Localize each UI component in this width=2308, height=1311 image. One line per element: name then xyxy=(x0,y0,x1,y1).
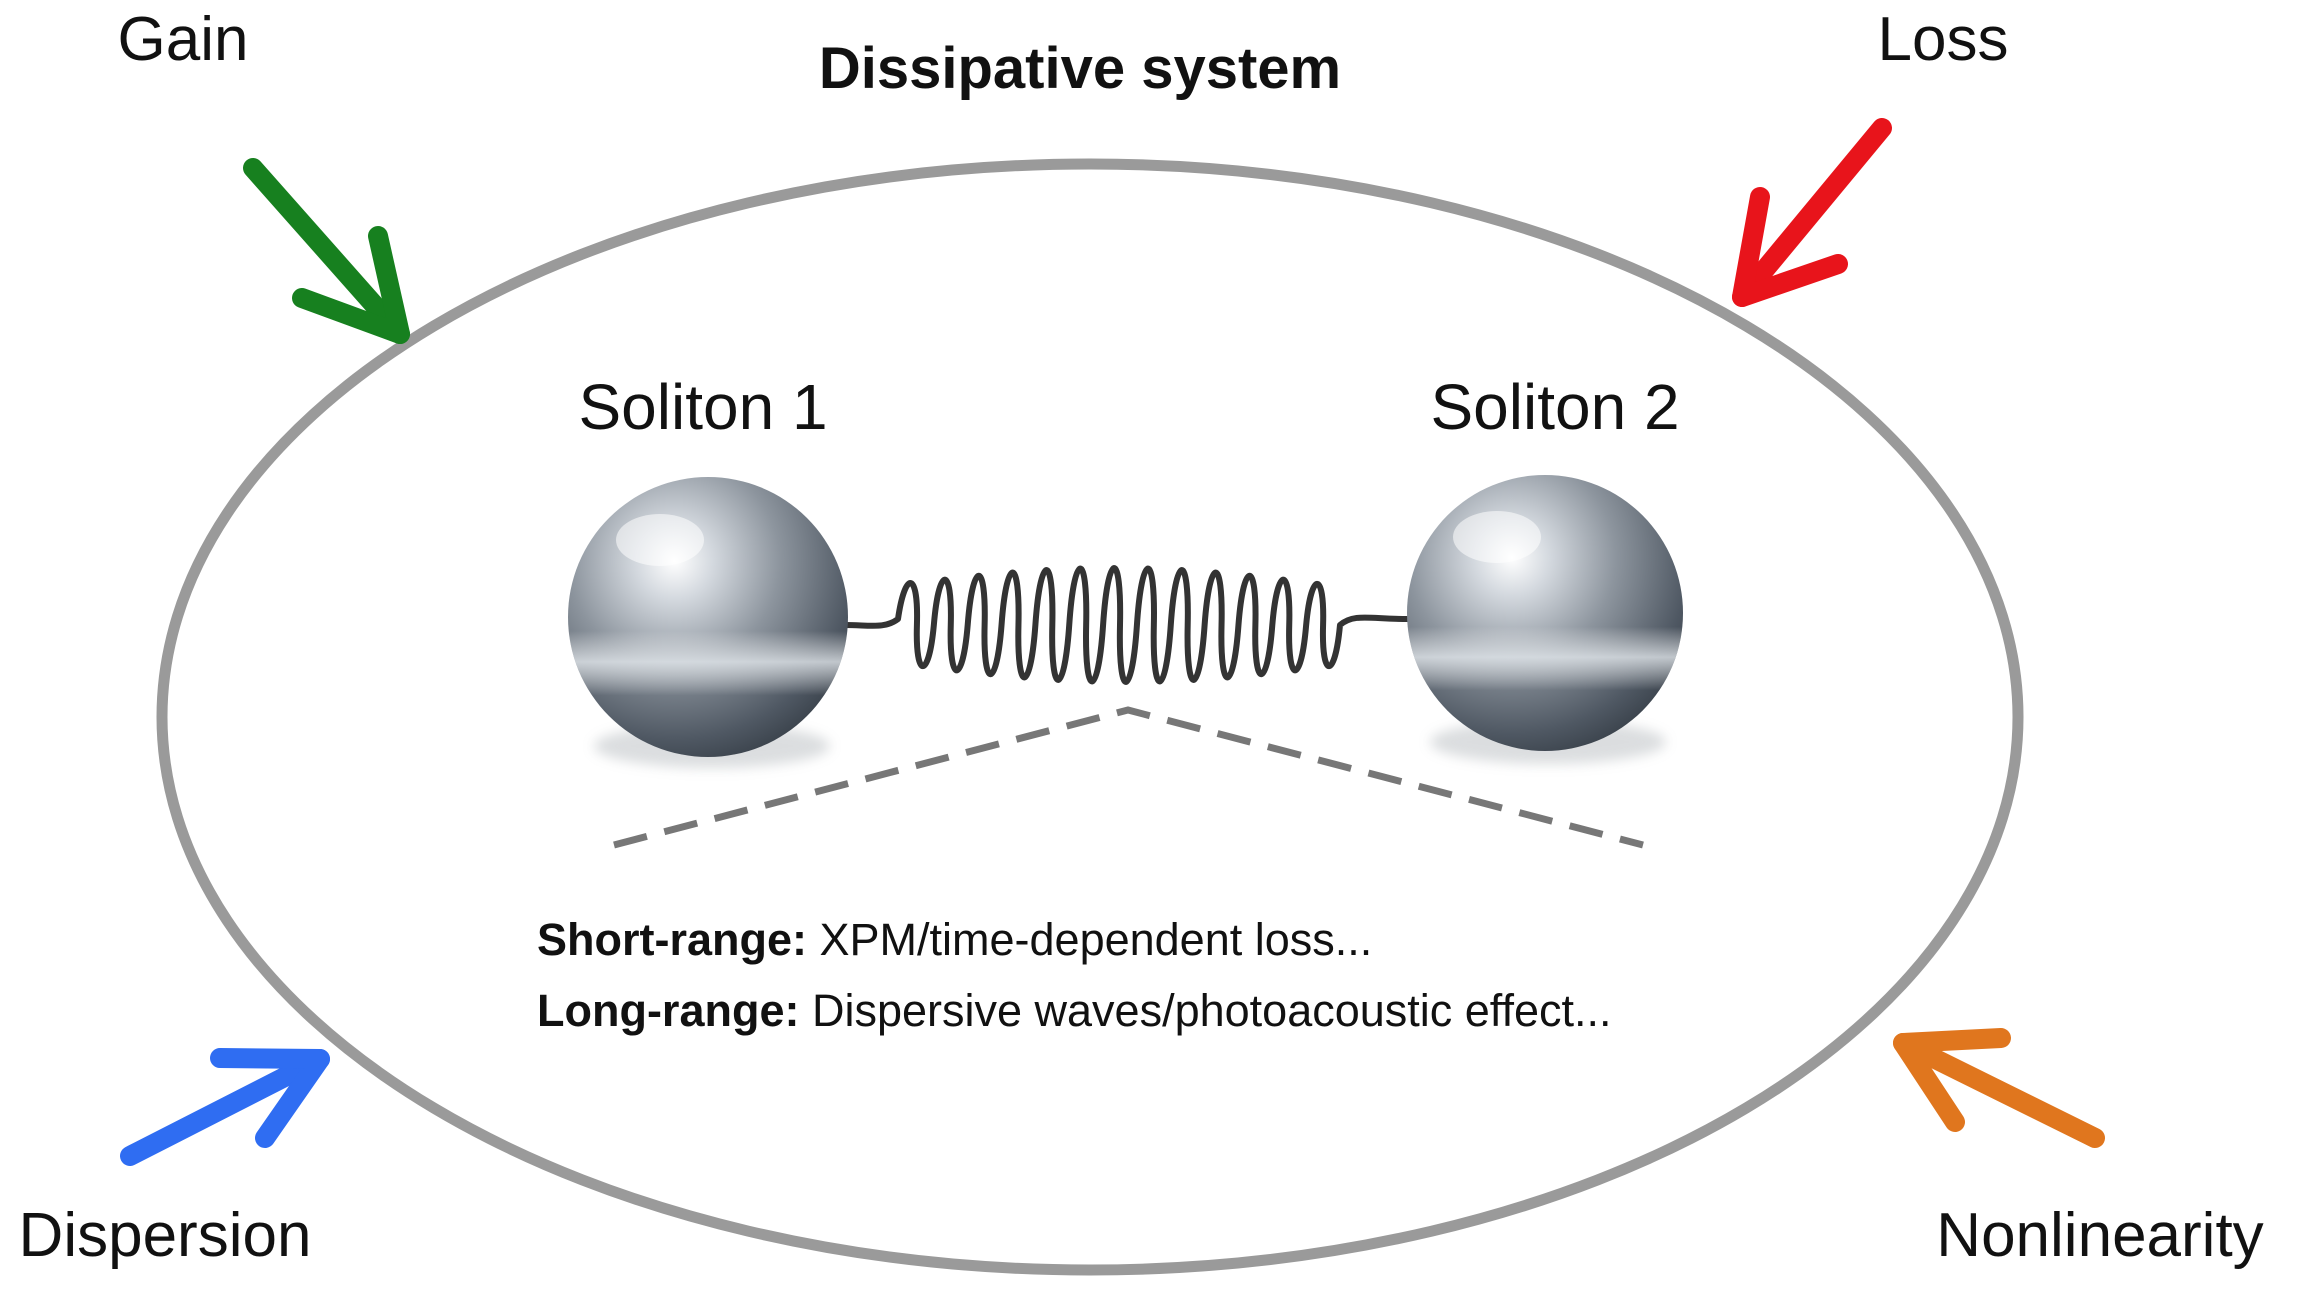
soliton-2-sphere xyxy=(1407,475,1683,764)
soliton-1-label: Soliton 1 xyxy=(578,371,827,443)
dispersion-label: Dispersion xyxy=(19,1201,312,1270)
nonlinearity-label: Nonlinearity xyxy=(1936,1201,2263,1270)
gain-label: Gain xyxy=(118,5,249,74)
nonlinearity-arrow xyxy=(1893,1028,2105,1148)
system-boundary-ellipse xyxy=(156,158,2024,1276)
loss-label: Loss xyxy=(1878,5,2009,74)
long-range-key: Long-range: xyxy=(537,985,799,1036)
soliton-1-sphere xyxy=(568,477,848,768)
soliton-2-label: Soliton 2 xyxy=(1430,371,1679,443)
short-range-value: XPM/time-dependent loss... xyxy=(807,914,1372,965)
gain-arrow xyxy=(243,158,410,344)
long-range-text: Long-range: Dispersive waves/photoacoust… xyxy=(537,985,1612,1036)
short-range-text: Short-range: XPM/time-dependent loss... xyxy=(537,914,1372,965)
interaction-range-dashed-line xyxy=(613,706,1644,849)
short-range-key: Short-range: xyxy=(537,914,807,965)
diagram-title: Dissipative system xyxy=(819,36,1341,101)
long-range-value: Dispersive waves/photoacoustic effect... xyxy=(799,985,1611,1036)
dispersion-arrow xyxy=(120,1048,330,1166)
spring-icon xyxy=(842,565,1411,685)
loss-arrow xyxy=(1732,118,1892,307)
